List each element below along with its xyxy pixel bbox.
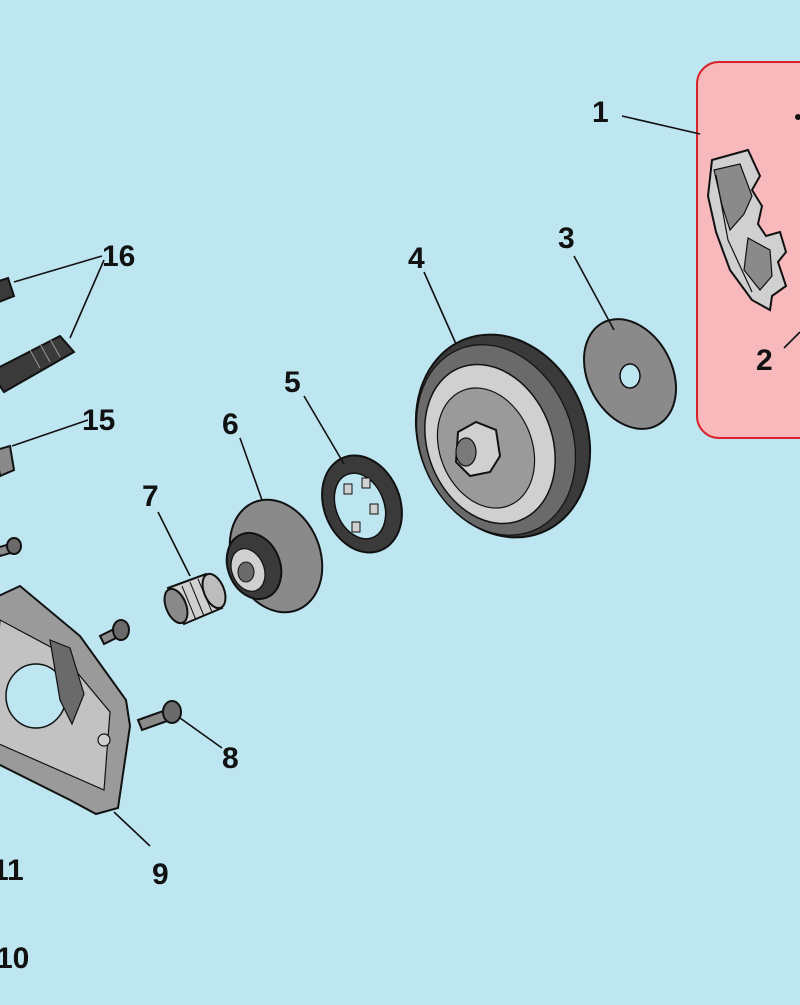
callout-16: 16	[102, 240, 135, 273]
part-1-clutch-shoe[interactable]	[706, 148, 788, 312]
leader-line-1	[621, 115, 701, 135]
leader-line-5	[303, 395, 345, 465]
leader-line-6	[239, 437, 263, 501]
part-1-dot-marker	[795, 114, 800, 120]
leader-line-9	[113, 811, 151, 847]
callout-3: 3	[558, 222, 575, 255]
leader-line-15	[11, 419, 89, 447]
callout-11: 11	[0, 854, 24, 887]
part-5-rim-sprocket[interactable]	[308, 443, 416, 564]
part-15-nut[interactable]	[0, 444, 16, 478]
part-8-screw-lower[interactable]	[136, 700, 182, 732]
leader-line-3	[573, 255, 615, 331]
part-16-stud-upper[interactable]	[0, 276, 16, 304]
callout-7: 7	[142, 480, 159, 513]
part-7-needle-bearing[interactable]	[160, 571, 230, 627]
part-4-clutch-drum[interactable]	[386, 308, 620, 564]
callout-2: 2	[756, 344, 773, 377]
part-6-drive-hub[interactable]	[213, 486, 338, 627]
callout-6: 6	[222, 408, 239, 441]
callout-15: 15	[82, 404, 115, 437]
part-9-cover-plate[interactable]	[0, 584, 132, 816]
leader-line-8	[179, 717, 223, 749]
leader-line-4	[423, 271, 457, 345]
leader-line-16b	[69, 259, 105, 339]
leader-line-2	[783, 331, 800, 349]
part-3-washer[interactable]	[566, 303, 695, 445]
part-8-screw-upper[interactable]	[98, 619, 130, 646]
callout-9: 9	[152, 858, 169, 891]
callout-10: 10	[0, 942, 29, 975]
leader-line-7	[157, 511, 191, 577]
small-screw-left[interactable]	[0, 537, 22, 558]
leader-line-16a	[13, 255, 103, 283]
callout-5: 5	[284, 366, 301, 399]
callout-1: 1	[592, 96, 609, 129]
part-16-stud-lower[interactable]	[0, 334, 76, 394]
callout-8: 8	[222, 742, 239, 775]
callout-4: 4	[408, 242, 425, 275]
